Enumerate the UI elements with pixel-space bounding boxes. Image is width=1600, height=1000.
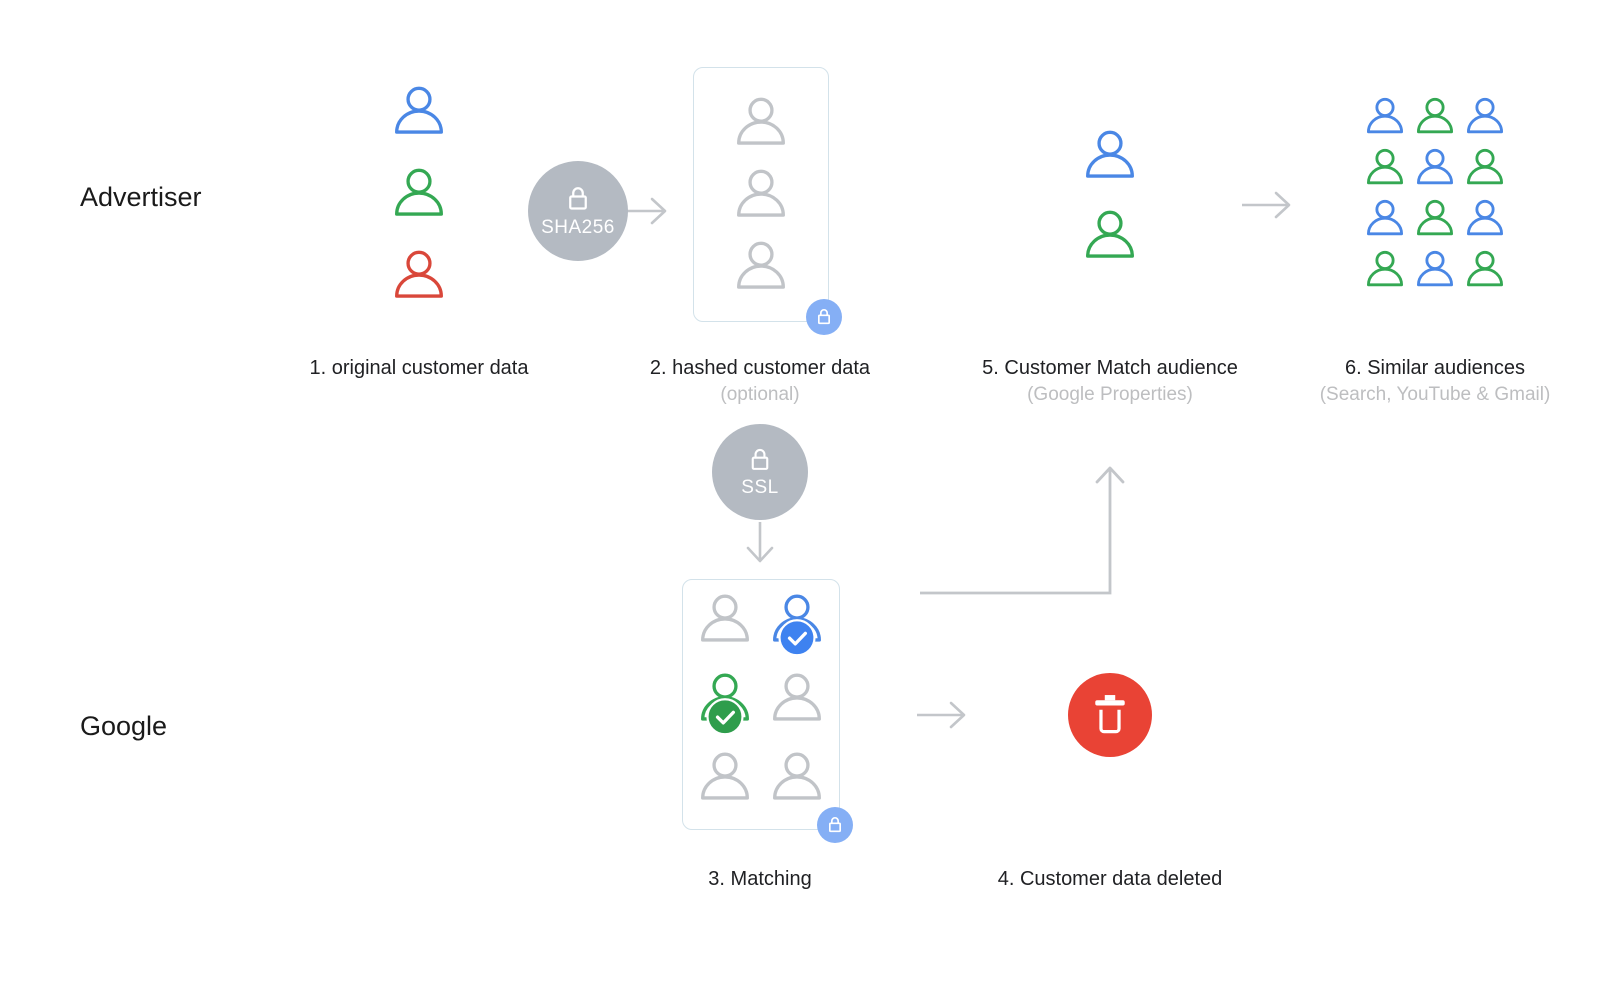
step-3-title: 3. Matching — [708, 868, 812, 890]
lock-icon — [751, 448, 769, 470]
person-icon — [737, 241, 785, 289]
person-icon — [1416, 148, 1454, 185]
lock-icon — [829, 817, 841, 833]
google-row-label: Google — [80, 711, 168, 741]
original-customer-data-group — [391, 85, 447, 302]
person-icon — [1366, 97, 1404, 134]
arrow-match-to-similar — [1242, 191, 1291, 219]
step-4-title: 4. Customer data deleted — [997, 868, 1223, 890]
step-2-label: 2. hashed customer data (optional) — [610, 357, 910, 406]
person-icon — [1466, 97, 1504, 134]
arrow-ssl-to-matching — [746, 522, 774, 563]
person-icon — [395, 86, 443, 134]
person-icon — [1466, 199, 1504, 236]
arrow-matching-to-deleted — [917, 701, 966, 729]
step-6-label: 6. Similar audiences (Search, YouTube & … — [1285, 357, 1585, 406]
matching-frame — [682, 579, 840, 830]
check-icon — [787, 631, 807, 646]
person-icon — [701, 752, 749, 800]
step-6-title: 6. Similar audiences — [1344, 357, 1526, 379]
person-icon — [773, 673, 821, 721]
person-icon — [395, 250, 443, 298]
person-icon — [1366, 250, 1404, 287]
trash-icon — [1095, 695, 1125, 734]
privacy-lock-badge — [806, 299, 842, 335]
check-icon — [715, 710, 735, 725]
step-3-label: 3. Matching — [610, 868, 910, 891]
advertiser-row-label: Advertiser — [80, 182, 202, 212]
step-5-title: 5. Customer Match audience — [982, 357, 1238, 379]
person-icon — [1086, 130, 1134, 178]
step-4-label: 4. Customer data deleted — [960, 868, 1260, 891]
person-icon — [737, 169, 785, 217]
similar-audiences-group — [1364, 97, 1506, 289]
person-icon — [701, 673, 749, 736]
sha256-hash-badge: SHA256 — [528, 161, 628, 261]
check-badge — [778, 619, 816, 657]
sha256-label: SHA256 — [541, 216, 615, 238]
person-icon — [1086, 210, 1134, 258]
person-icon — [737, 97, 785, 145]
privacy-lock-badge — [817, 807, 853, 843]
ssl-label: SSL — [741, 476, 779, 498]
customer-match-audience-group — [1082, 129, 1138, 262]
step-1-title: 1. original customer data — [309, 357, 529, 379]
step-6-subtitle: (Search, YouTube & Gmail) — [1319, 384, 1551, 405]
person-icon — [395, 168, 443, 216]
matching-group — [683, 580, 839, 829]
person-icon — [701, 594, 749, 642]
step-5-label: 5. Customer Match audience (Google Prope… — [960, 357, 1260, 406]
person-icon — [1366, 148, 1404, 185]
step-2-subtitle: (optional) — [720, 384, 800, 405]
lock-icon — [818, 309, 830, 325]
person-icon — [773, 752, 821, 800]
person-icon — [1416, 97, 1454, 134]
step-5-subtitle: (Google Properties) — [1027, 384, 1193, 405]
hashed-customer-data-group — [694, 68, 828, 321]
arrow-matching-to-audience — [920, 466, 1125, 595]
step-2-title: 2. hashed customer data — [649, 357, 871, 379]
lock-icon — [569, 186, 587, 210]
person-icon — [1416, 250, 1454, 287]
person-icon — [1416, 199, 1454, 236]
check-badge — [706, 698, 744, 736]
step-1-label: 1. original customer data — [269, 357, 569, 380]
customer-data-deleted-badge — [1068, 673, 1152, 757]
person-icon — [1466, 250, 1504, 287]
ssl-transfer-badge: SSL — [712, 424, 808, 520]
person-icon — [1466, 148, 1504, 185]
hashed-data-frame — [693, 67, 829, 322]
person-icon — [1366, 199, 1404, 236]
person-icon — [773, 594, 821, 657]
